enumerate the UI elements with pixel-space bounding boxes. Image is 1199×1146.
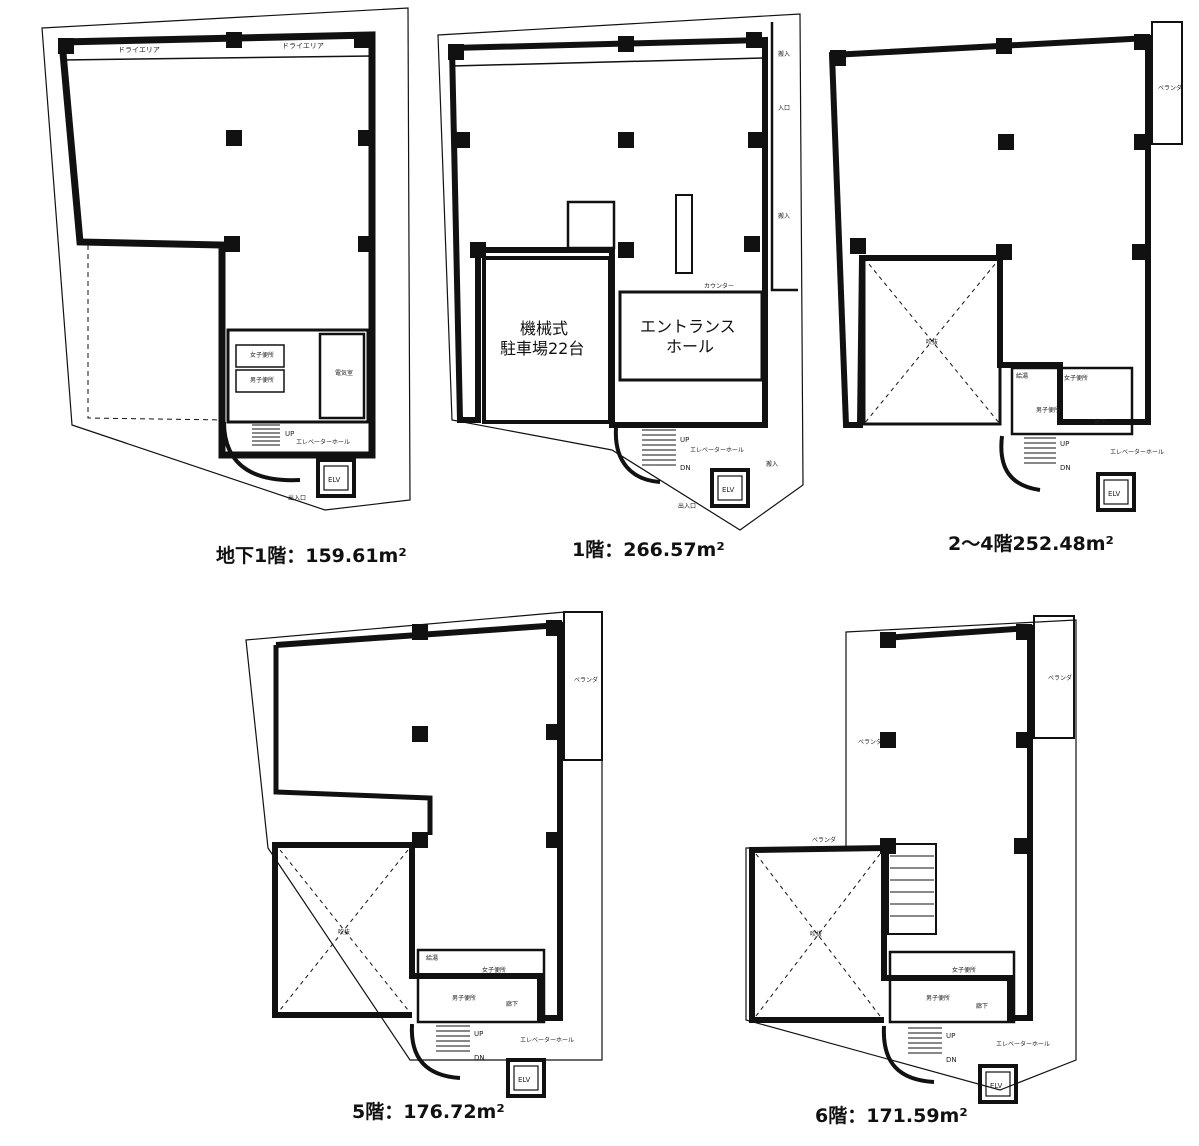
1f-loading-label-mid: 搬入 <box>778 212 790 220</box>
5f-balcony-label: ベランダ <box>574 676 598 684</box>
entrance-hall-line1: エントランス <box>640 317 736 336</box>
2-4f-hallway-label: 廊下 <box>1094 418 1106 426</box>
1f-exit-label: 出入口 <box>678 502 696 510</box>
2-4f-balcony-label: ベランダ <box>1158 84 1182 92</box>
entrance-hall-line2: ホール <box>666 337 714 356</box>
6f-hallway-label: 廊下 <box>976 1002 988 1010</box>
6f-elevator-hall-label: エレベーターホール <box>996 1040 1050 1048</box>
2-4f-void-label: 吹抜 <box>926 338 938 346</box>
2-4f-elv-label: ELV <box>1108 490 1121 498</box>
5f-up-label: UP <box>474 1030 483 1038</box>
1f-elv-label: ELV <box>722 486 735 494</box>
6f-women-wc-label: 女子便所 <box>952 966 976 974</box>
6f-up-label: UP <box>946 1032 955 1040</box>
5f-men-wc-label: 男子便所 <box>452 994 476 1002</box>
1f-up-label: UP <box>680 436 689 444</box>
floor-plan-5f: ベランダ 吹抜 給湯 女子便所 男子便所 廊下 UP DN エレベーターホール … <box>245 611 603 1098</box>
2-4f-kitchenette-label: 給湯 <box>1016 372 1028 380</box>
5f-hallway-label: 廊下 <box>506 1000 518 1008</box>
6f-balcony-label-mid: ベランダ <box>812 836 836 844</box>
caption-2-4f: 2～4階252.48m² <box>948 533 1114 555</box>
6f-men-wc-label: 男子便所 <box>926 994 950 1002</box>
5f-kitchenette-label: 給湯 <box>426 954 438 962</box>
5f-void-label: 吹抜 <box>338 928 350 936</box>
1f-loading-label-top: 搬入 <box>778 50 790 58</box>
1f-dn-label: DN <box>680 464 691 472</box>
2-4f-men-wc-label: 男子便所 <box>1036 406 1060 414</box>
caption-6f: 6階：171.59m² <box>815 1105 968 1127</box>
dry-area-label-left: ドライエリア <box>118 46 160 54</box>
floor-plan-2-4f: ベランダ 吹抜 給湯 女子便所 男子便所 廊下 UP DN エレベーターホール … <box>828 21 1183 512</box>
2-4f-dn-label: DN <box>1060 464 1071 472</box>
floor-plan-1f: 搬入 入口 搬入 機械式 駐車場22台 カウンター エントランス ホール UP … <box>437 13 804 531</box>
1f-loading-label-bottom: 搬入 <box>766 460 778 468</box>
1f-entrance-label: 入口 <box>778 105 790 112</box>
2-4f-women-wc-label: 女子便所 <box>1064 374 1088 382</box>
b1-women-wc-label: 女子便所 <box>250 351 274 359</box>
b1-exit-label: 出入口 <box>288 494 306 502</box>
6f-balcony-label-right: ベランダ <box>1048 674 1072 682</box>
6f-balcony-label-left: ベランダ <box>858 738 882 746</box>
5f-elv-label: ELV <box>518 1076 531 1084</box>
b1-elevator-hall-label: エレベーターホール <box>296 438 350 446</box>
parking-label-line1: 機械式 <box>520 319 568 338</box>
6f-void-label: 吹抜 <box>810 930 822 938</box>
2-4f-up-label: UP <box>1060 440 1069 448</box>
floor-plan-6f: ベランダ ベランダ ベランダ 吹抜 女子便所 男子便所 廊下 UP DN エレベ… <box>745 615 1077 1104</box>
caption-b1: 地下1階：159.61m² <box>216 544 407 567</box>
caption-5f: 5階：176.72m² <box>352 1101 505 1123</box>
floor-plan-b1: ドライエリア ドライエリア 女子便所 男子便所 電気室 UP エレベーターホール… <box>41 7 411 511</box>
caption-1f: 1階：266.57m² <box>572 539 725 561</box>
b1-electric-room-label: 電気室 <box>335 369 353 377</box>
5f-women-wc-label: 女子便所 <box>482 966 506 974</box>
6f-elv-label: ELV <box>990 1082 1003 1090</box>
5f-elevator-hall-label: エレベーターホール <box>520 1036 574 1044</box>
5f-dn-label: DN <box>474 1054 485 1062</box>
dry-area-label-right: ドライエリア <box>282 42 324 50</box>
b1-elv-label: ELV <box>328 476 341 484</box>
counter-label: カウンター <box>704 282 734 290</box>
2-4f-elevator-hall-label: エレベーターホール <box>1110 448 1164 456</box>
b1-up-label: UP <box>285 430 294 438</box>
1f-elevator-hall-label: エレベーターホール <box>690 446 744 454</box>
6f-dn-label: DN <box>946 1056 957 1064</box>
b1-men-wc-label: 男子便所 <box>250 376 274 384</box>
parking-label-line2: 駐車場22台 <box>500 339 584 358</box>
